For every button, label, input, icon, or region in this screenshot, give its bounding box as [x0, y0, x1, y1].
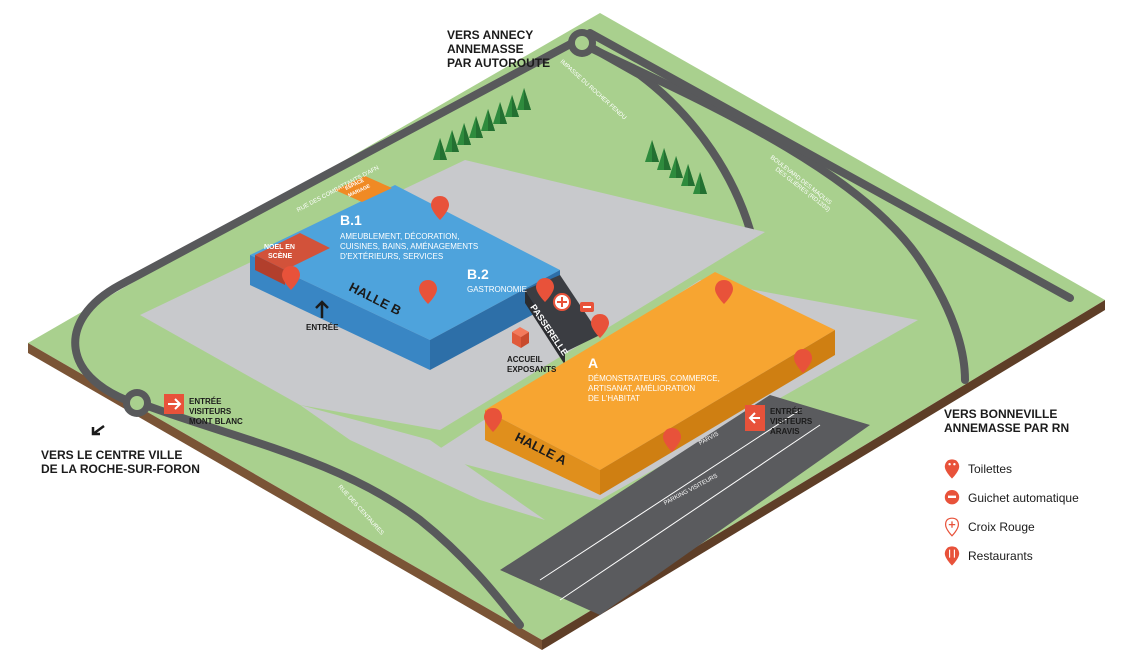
mont-blanc-label-3: MONT BLANC [189, 417, 243, 426]
mont-blanc-label-2: VISITEURS [189, 407, 232, 416]
legend-toilettes: Toilettes [944, 458, 1012, 480]
noel-label-1: NOEL EN [264, 244, 295, 251]
accueil-box [512, 327, 529, 348]
accueil-label-1: ACCUEIL [507, 355, 543, 364]
roundabouts [123, 29, 596, 417]
noel-label-2: SCÈNE [268, 251, 292, 260]
legend-croix-rouge: Croix Rouge [944, 516, 1035, 538]
direction-bonneville: VERS BONNEVILLE ANNEMASSE PAR RN [944, 407, 1070, 435]
aravis-label-2: VISITEURS [770, 417, 813, 426]
b1-desc-1: AMEUBLEMENT, DÉCORATION, [340, 232, 459, 241]
entrance-mont-blanc-icon [164, 394, 184, 414]
entree-arrow-icon [315, 300, 329, 318]
b2-desc: GASTRONOMIE [467, 285, 527, 294]
a-desc-1: DÉMONSTRATEURS, COMMERCE, [588, 374, 720, 383]
croix-rouge-icon [553, 293, 571, 311]
direction-annecy: VERS ANNECY ANNEMASSE PAR AUTOROUTE [447, 28, 551, 70]
croix-rouge-icon [944, 517, 960, 537]
a-title: A [588, 355, 598, 371]
guichet-icon [580, 302, 594, 312]
accueil-label-2: EXPOSANTS [507, 365, 557, 374]
entrance-aravis-icon [745, 405, 765, 431]
halle-a [485, 272, 835, 495]
b1-desc-3: D'EXTÉRIEURS, SERVICES [340, 252, 443, 261]
legend-guichet-label: Guichet automatique [968, 491, 1079, 505]
parking-stripes [539, 409, 821, 601]
legend-restaurants: Restaurants [944, 545, 1033, 567]
espace-mariage [335, 176, 392, 202]
noel-en-scene [255, 233, 330, 285]
legend-croix-rouge-label: Croix Rouge [968, 520, 1035, 534]
restaurant-icon [944, 546, 960, 566]
entree-label: ENTRÉE [306, 323, 339, 332]
aravis-label-1: ENTRÉE [770, 407, 803, 416]
guichet-icon [944, 490, 960, 505]
b1-title: B.1 [340, 212, 362, 228]
a-desc-2: ARTISANAT, AMÉLIORATION [588, 384, 695, 393]
mont-blanc-label-1: ENTRÉE [189, 397, 222, 406]
toilettes-icon [944, 459, 960, 479]
direction-centre-ville: VERS LE CENTRE VILLE DE LA ROCHE-SUR-FOR… [41, 448, 200, 476]
b2-title: B.2 [467, 266, 489, 282]
legend-guichet: Guichet automatique [944, 487, 1079, 509]
aravis-label-3: ARAVIS [770, 427, 800, 436]
roads [71, 29, 1074, 629]
a-desc-3: DE L'HABITAT [588, 394, 640, 403]
b1-desc-2: CUISINES, BAINS, AMÉNAGEMENTS [340, 242, 478, 251]
legend-toilettes-label: Toilettes [968, 462, 1013, 476]
legend-restaurants-label: Restaurants [968, 549, 1033, 563]
centre-ville-arrow-icon [91, 424, 105, 436]
